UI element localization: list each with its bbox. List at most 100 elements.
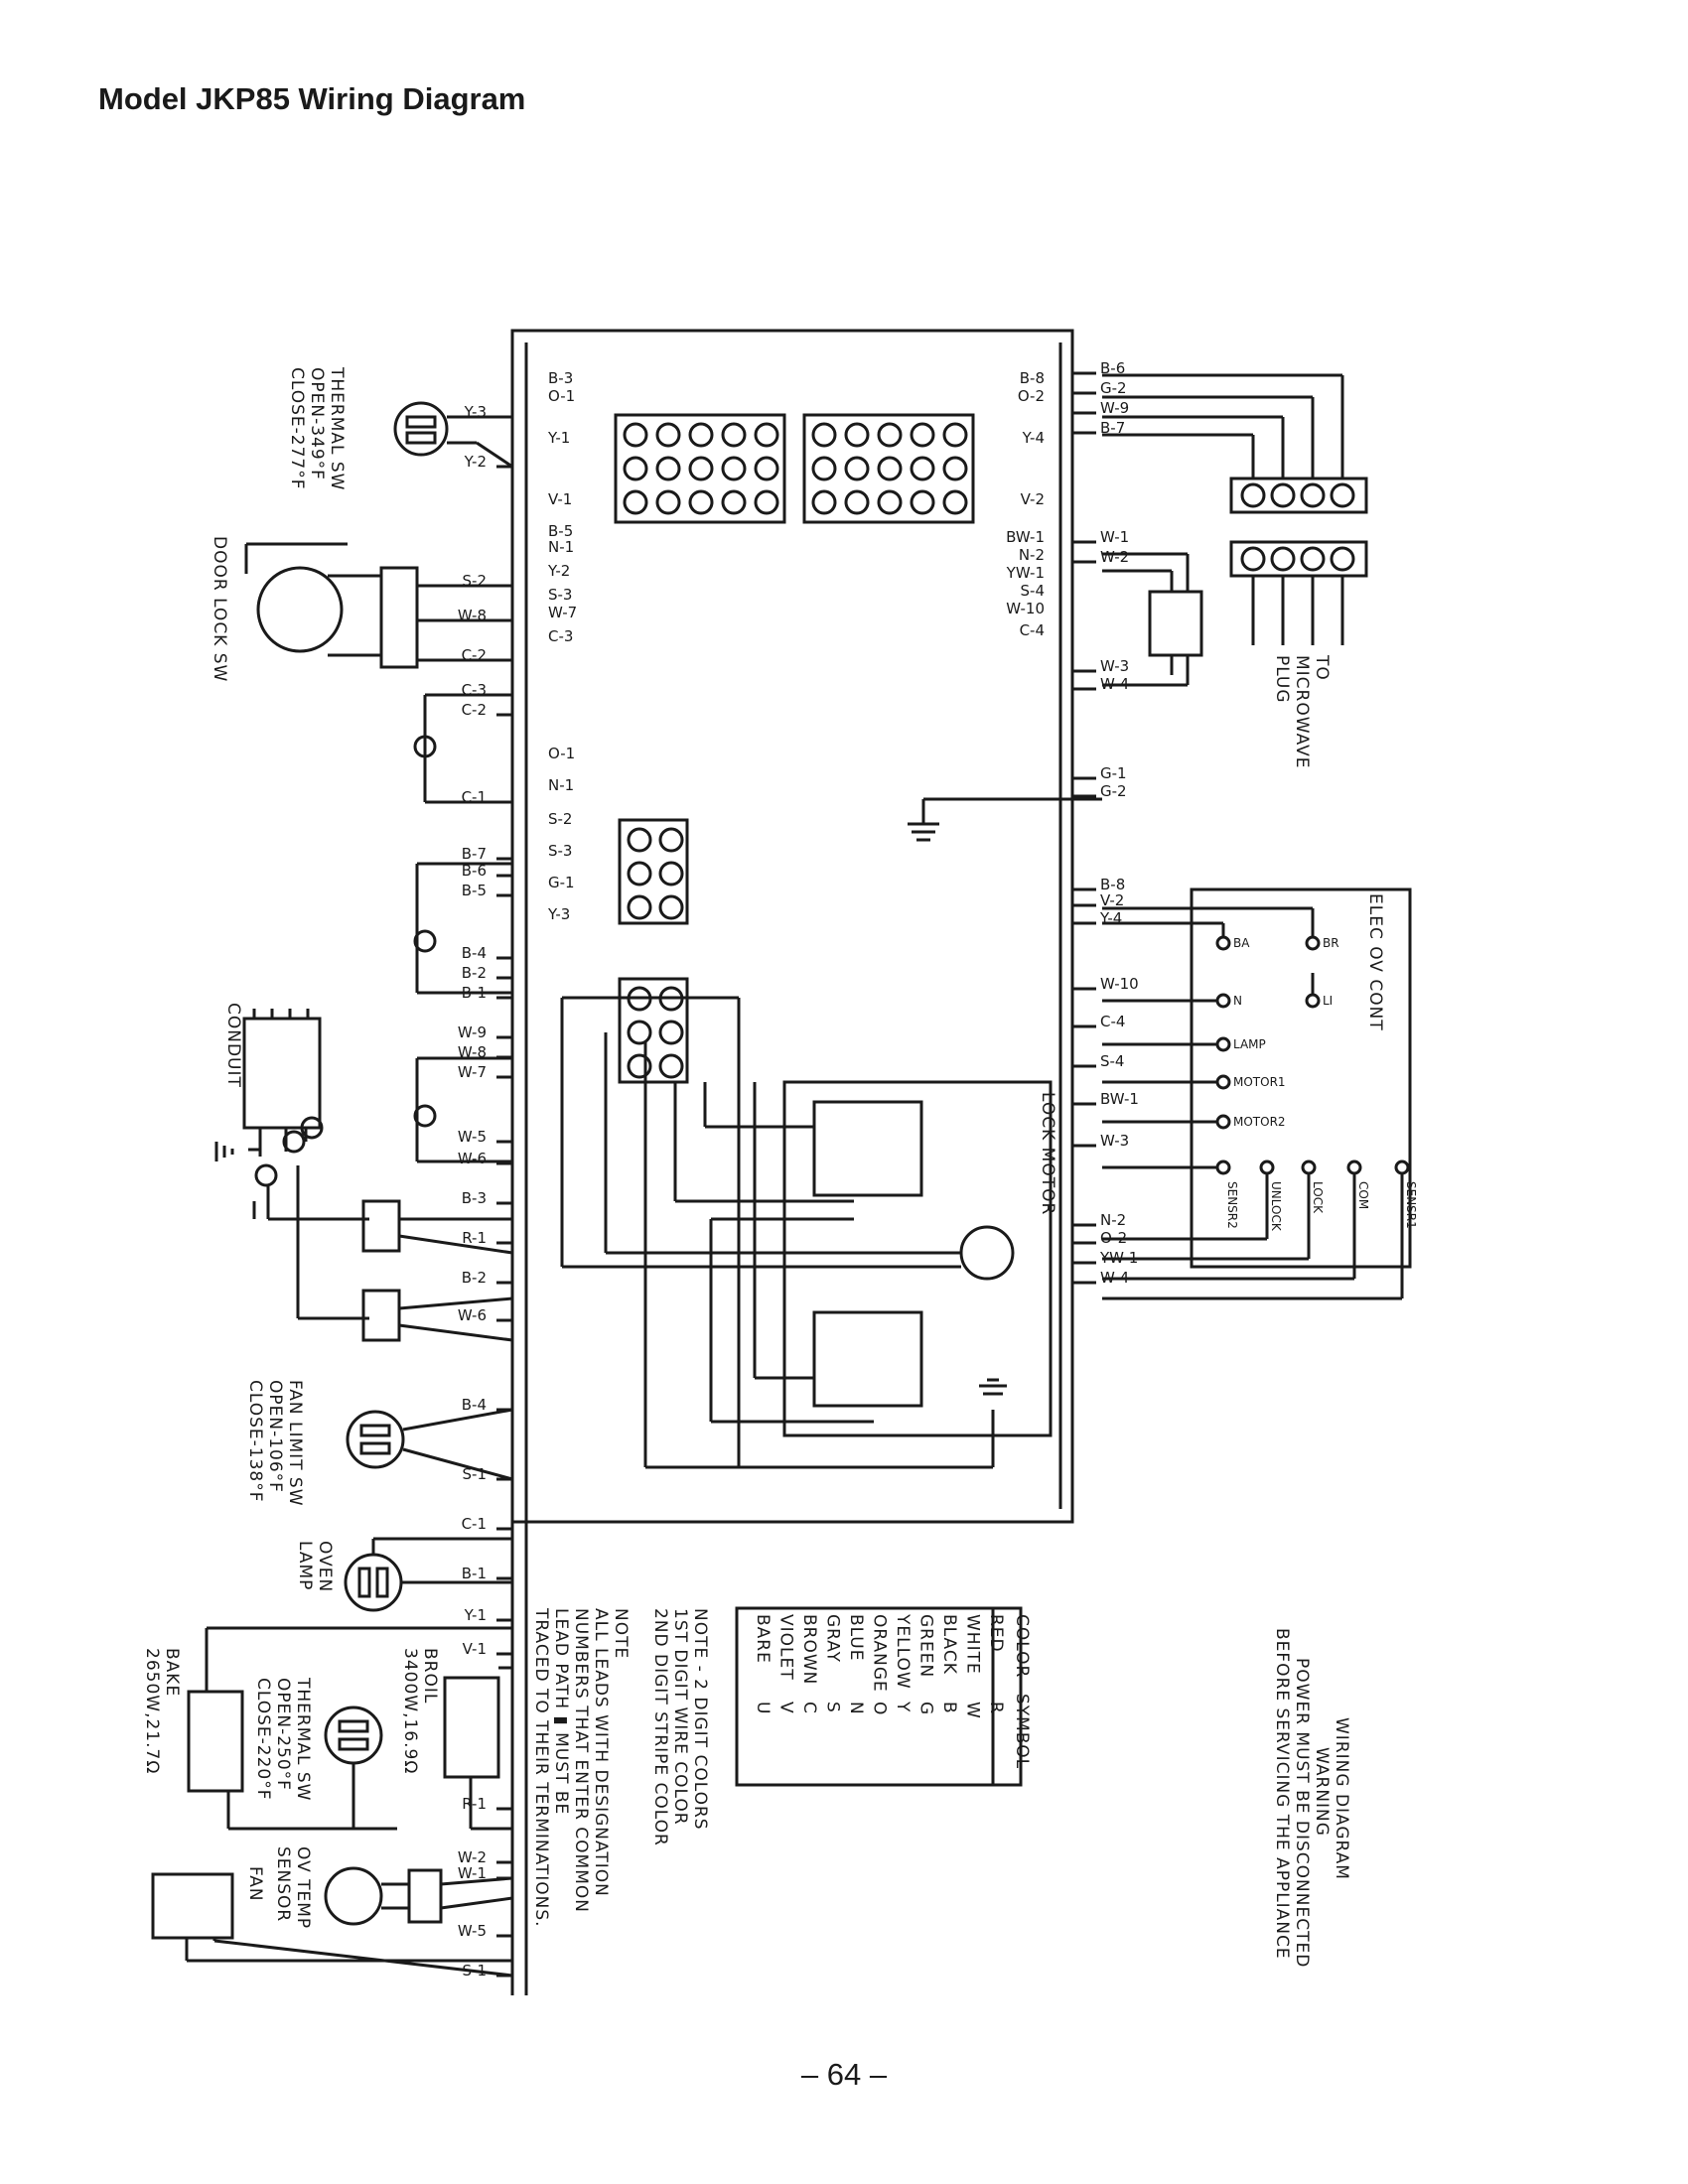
left-wire-label: Y-3: [464, 403, 487, 421]
color-table-cell: BLACK: [939, 1614, 959, 1675]
color-table-cell: N: [846, 1702, 866, 1715]
control-terminal: [1215, 1160, 1231, 1175]
right-wire-label: W-4: [1100, 1269, 1129, 1287]
oven-lamp-line1: OVEN: [315, 1541, 335, 1592]
fan-motor: [151, 1872, 234, 1940]
right-wire-label: YW-1: [1099, 1249, 1138, 1267]
color-table-cell: B: [939, 1702, 959, 1714]
conn-c-wire-label: Y-3: [547, 905, 570, 923]
right-wire-label: B-7: [1100, 419, 1125, 437]
microwave-plug-line2: MICROWAVE: [1292, 655, 1312, 769]
connector-pin: [844, 422, 870, 448]
page-title: Model JKP85 Wiring Diagram: [98, 81, 526, 116]
connector-pin: [655, 489, 681, 515]
conn-b-wire-label: BW-1: [1006, 528, 1045, 546]
left-wire-label: W-2: [458, 1848, 487, 1866]
lead-note-line2: ALL LEADS WITH DESIGNATION: [591, 1608, 611, 1897]
conn-a-wire-label: N-1: [548, 538, 574, 556]
microwave-plug-line3: PLUG: [1272, 655, 1292, 704]
color-table-cell: ORANGE: [870, 1614, 890, 1693]
connector-pin: [658, 861, 684, 887]
control-terminal-label: SENSR1: [1404, 1181, 1418, 1229]
left-wire-label: B-4: [462, 944, 487, 962]
color-table-cell: O: [870, 1702, 890, 1715]
right-wire-label: B-6: [1100, 359, 1125, 377]
connector-pin: [811, 422, 837, 448]
left-wire-label: R-1: [462, 1795, 487, 1813]
plug-pin: [1300, 546, 1326, 572]
control-terminal-label: MOTOR1: [1233, 1075, 1286, 1089]
right-wire-label: W-9: [1100, 399, 1129, 417]
bake-element: [187, 1690, 244, 1793]
thermal-switch-bottom: [324, 1706, 383, 1765]
left-wire-label: C-2: [462, 646, 487, 664]
connector-pin: [658, 1020, 684, 1045]
color-table-cell: Y: [893, 1701, 913, 1712]
lead-note-line1: NOTE: [611, 1608, 631, 1659]
connector-pin: [754, 456, 779, 481]
plug-pin: [1240, 546, 1266, 572]
connector-b: [802, 413, 975, 524]
connector-pin: [877, 422, 903, 448]
lock-motor-label: LOCK MOTOR: [1038, 1092, 1057, 1215]
connector-pin: [844, 456, 870, 481]
lock-motor: [959, 1225, 1015, 1281]
left-wire-label: W-9: [458, 1024, 487, 1041]
connector-pin: [910, 422, 935, 448]
left-wire-label: S-2: [463, 572, 487, 590]
connector-pin: [844, 489, 870, 515]
conn-a-wire-label: Y-1: [547, 429, 570, 447]
conn-a-wire-label: C-3: [548, 627, 573, 645]
microwave-plug-line1: TO: [1312, 654, 1332, 681]
left-wire-label: W-8: [458, 1043, 487, 1061]
door-lock-connector: [379, 566, 419, 669]
lead-note-line4: LEAD PATH ▮ MUST BE: [551, 1608, 571, 1815]
color-table-cell: RED: [986, 1614, 1006, 1653]
harness-trunk: [510, 329, 1074, 1524]
connector-pin: [942, 489, 968, 515]
left-wire-label: W-5: [458, 1922, 487, 1940]
thermal-sw-bottom-line2: OPEN-250°F: [273, 1678, 293, 1791]
left-wire-label: W-1: [458, 1864, 487, 1882]
oven-lamp: [344, 1553, 403, 1612]
right-wire-label: Y-4: [1099, 909, 1122, 927]
thermal-sw-bottom-line3: CLOSE-220°F: [253, 1678, 273, 1801]
color-table-cell: VIOLET: [776, 1614, 796, 1681]
connector-pin: [658, 986, 684, 1012]
right-wire-label: W-2: [1100, 548, 1129, 566]
control-terminal-label: LI: [1323, 994, 1333, 1008]
conn-a-wire-label: B-5: [548, 522, 573, 540]
connector-pin: [754, 422, 779, 448]
connector-pin: [754, 489, 779, 515]
control-terminal-label: MOTOR2: [1233, 1115, 1286, 1129]
right-wire-label: G-2: [1100, 782, 1127, 800]
control-terminal-label: UNLOCK: [1269, 1181, 1283, 1232]
right-wire-label: O-2: [1100, 1229, 1127, 1247]
control-terminal: [1346, 1160, 1362, 1175]
connector-pin: [655, 422, 681, 448]
oven-lamp-line2: LAMP: [295, 1541, 315, 1590]
color-table-cell: R: [986, 1702, 1006, 1714]
thermal-sw-top-line2: OPEN-349°F: [307, 367, 327, 480]
connector-pin: [627, 986, 652, 1012]
connector-d: [618, 977, 689, 1084]
right-wire-label: G-2: [1100, 379, 1127, 397]
left-wire-label: W-6: [458, 1306, 487, 1324]
conduit-connector-lower: [361, 1289, 401, 1342]
splice-3: [413, 1104, 437, 1128]
right-wire-label: W-1: [1100, 528, 1129, 546]
plug-pin: [1330, 546, 1355, 572]
control-terminal-label: COM: [1356, 1181, 1370, 1209]
conn-b-wire-label: W-10: [1006, 600, 1045, 617]
right-wire-label: W-3: [1100, 657, 1129, 675]
conn-c-wire-label: S-3: [548, 842, 572, 860]
color-table-cell: G: [916, 1702, 936, 1715]
left-wire-label: B-5: [462, 882, 487, 899]
connector-pin: [658, 1053, 684, 1079]
connector-pin: [910, 456, 935, 481]
right-wire-label: N-2: [1100, 1211, 1126, 1229]
connector-pin: [910, 489, 935, 515]
digit-note-line2: 1ST DIGIT WIRE COLOR: [670, 1608, 690, 1826]
splice-6: [254, 1163, 278, 1187]
color-table-cell: BLUE: [846, 1614, 866, 1661]
